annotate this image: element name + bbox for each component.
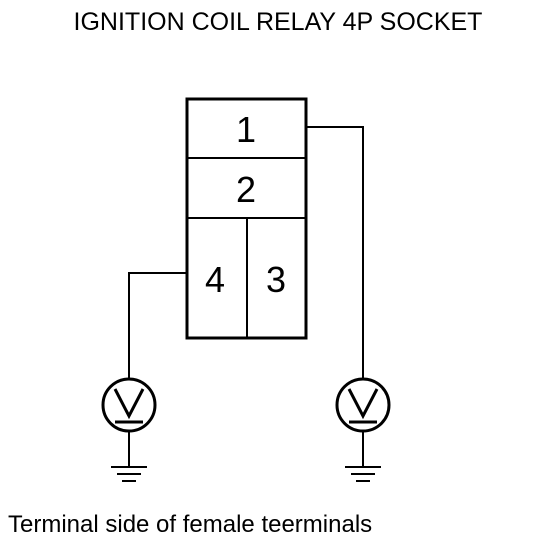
ground-icon	[345, 466, 381, 482]
diagram-title: IGNITION COIL RELAY 4P SOCKET	[74, 8, 483, 36]
terminal-2-label: 2	[236, 169, 256, 210]
terminal-4-label: 4	[205, 259, 225, 300]
wire-terminal-1	[306, 126, 364, 379]
meter-v-glyph	[113, 388, 145, 420]
diagram-caption: Terminal side of female teerminals	[8, 511, 372, 538]
meter-v-glyph	[347, 388, 379, 420]
terminal-3-label: 3	[266, 259, 286, 300]
voltmeter-icon	[335, 377, 391, 433]
ground-icon	[111, 466, 147, 482]
voltmeter-icon	[101, 377, 157, 433]
relay-socket: 1 2 4 3	[185, 97, 308, 340]
wire-terminal-4	[128, 272, 187, 379]
terminal-1-label: 1	[236, 109, 256, 150]
